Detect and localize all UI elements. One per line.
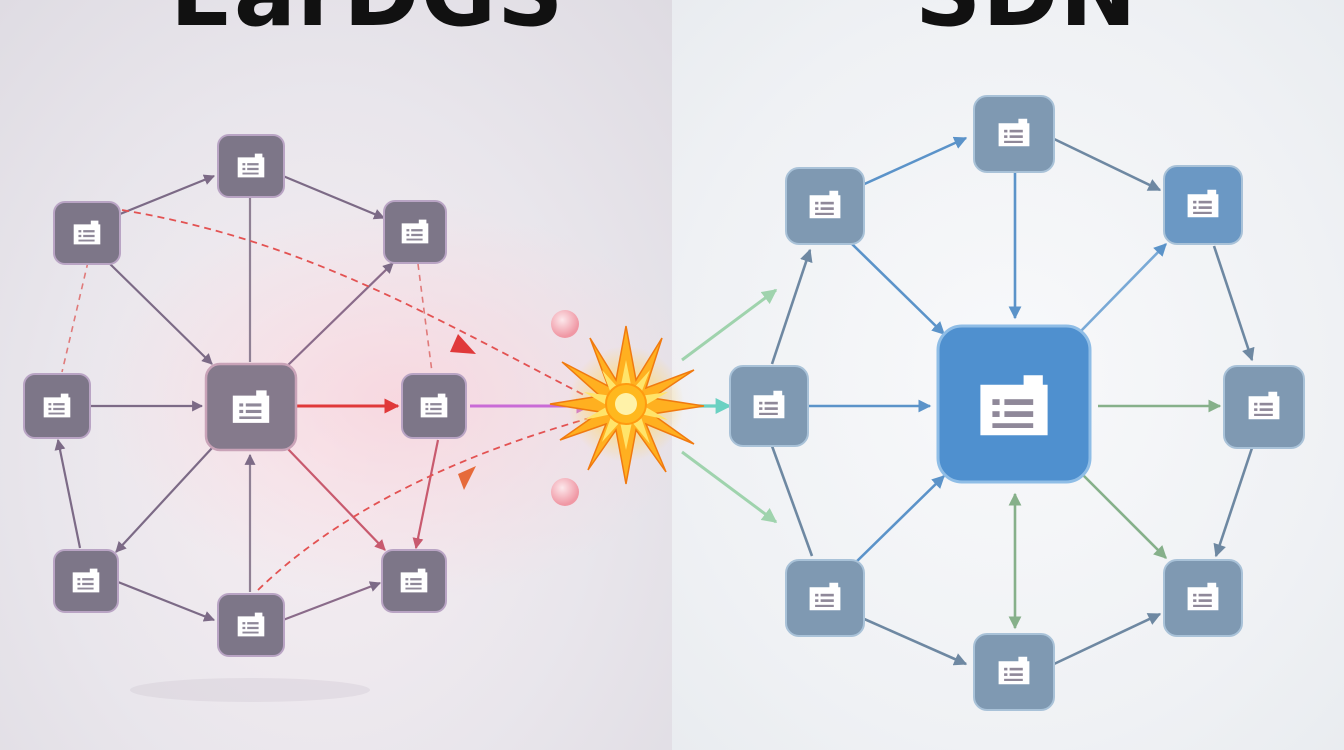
edge-hub-r3	[1079, 243, 1167, 333]
edge-l7-l5	[54, 438, 82, 549]
left-shadow	[130, 678, 370, 702]
server-node-hub-left	[204, 362, 298, 452]
edge-r5-r7	[770, 445, 814, 557]
server-node-r8	[973, 633, 1055, 711]
edge-hub-l3	[284, 262, 394, 369]
server-node-r9	[1163, 559, 1243, 637]
edge-l1-hub	[107, 261, 213, 365]
burst-icon	[549, 325, 705, 485]
right-edges	[660, 136, 1255, 666]
edge-l8-burst-dashed	[257, 417, 591, 591]
edge-r6-r9	[1213, 447, 1254, 558]
edge-l1-l5-dashed	[61, 261, 89, 373]
right-title: SDN	[915, 0, 1138, 40]
edge-l8-l9	[282, 581, 382, 622]
edge-r3-r6	[1212, 245, 1255, 362]
bubble-lower	[551, 478, 579, 506]
server-node-l2	[217, 134, 285, 198]
arrowhead-red-upper	[450, 334, 476, 354]
server-node-l3	[383, 200, 447, 264]
edge-r7-r8	[861, 616, 968, 666]
server-node-r2	[973, 95, 1055, 173]
arrowhead-orange-lower	[458, 466, 476, 490]
edge-incoming-upper	[681, 288, 778, 362]
left-nodes	[23, 134, 467, 657]
left-edges	[54, 174, 592, 622]
edge-r1-hub	[851, 243, 945, 335]
server-node-l8	[217, 593, 285, 657]
edge-l6-l9	[412, 439, 440, 550]
edge-l7-l8	[117, 580, 216, 622]
edge-l1-l2	[119, 174, 216, 216]
edge-hub-l7	[115, 447, 213, 553]
server-node-l9	[381, 549, 447, 613]
edge-l3-l6-dashed	[417, 263, 433, 373]
edge-r2-r3	[1051, 136, 1162, 192]
server-node-l6	[401, 373, 467, 439]
edge-r1-r2	[859, 136, 968, 188]
server-node-r6	[1223, 365, 1305, 449]
server-node-hub-right	[936, 324, 1092, 484]
server-node-r5	[729, 365, 809, 447]
edge-hub-r9	[1079, 471, 1167, 559]
server-node-r1	[785, 167, 865, 245]
edge-r5-r1	[770, 248, 813, 365]
server-node-r7	[785, 559, 865, 637]
edge-hub-l9	[286, 447, 386, 551]
server-node-l7	[53, 549, 119, 613]
edge-r8-r9	[1053, 612, 1162, 666]
bubble-upper	[551, 310, 579, 338]
server-node-l1	[53, 201, 121, 265]
left-title: EarDGS	[170, 0, 564, 40]
edge-r7-hub	[851, 475, 945, 567]
server-node-r3	[1163, 165, 1243, 245]
edge-l2-l3	[282, 174, 386, 220]
server-node-l5	[23, 373, 91, 439]
edge-incoming-lower	[681, 450, 778, 524]
right-nodes	[729, 95, 1305, 711]
